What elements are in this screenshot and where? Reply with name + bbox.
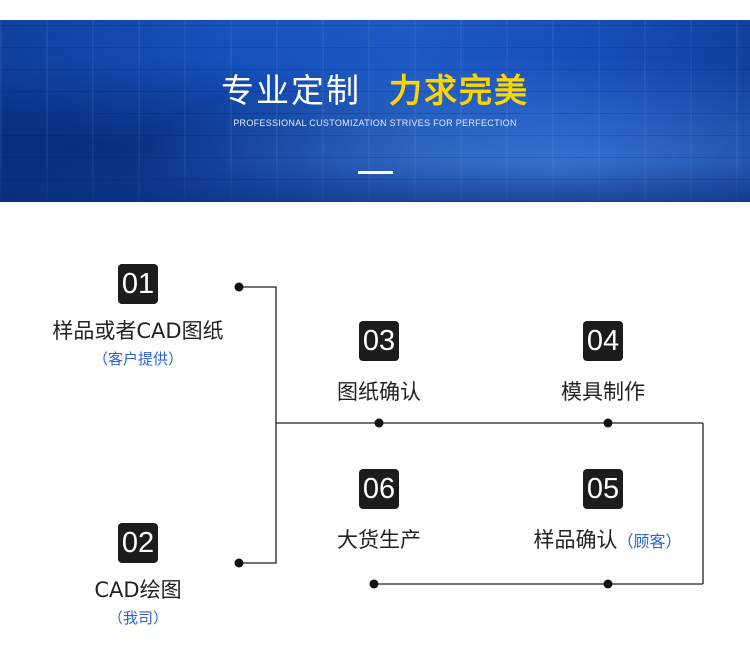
step-05-label-row: 样品确认（顾客）: [500, 524, 715, 554]
header-banner: 专业定制力求完美 PROFESSIONAL CUSTOMIZATION STRI…: [0, 20, 750, 202]
connector-dot-05: [603, 579, 613, 589]
connector-dot-03: [374, 418, 384, 428]
banner-title-highlight: 力求完美: [389, 71, 529, 110]
step-06-label: 大货生产: [337, 528, 421, 552]
step-02-note: （我司）: [107, 609, 168, 627]
connector-dot-04: [603, 418, 613, 428]
step-01-number: 01: [118, 264, 158, 304]
step-02-label: CAD绘图: [94, 578, 182, 602]
banner-subtitle: PROFESSIONAL CUSTOMIZATION STRIVES FOR P…: [233, 118, 517, 128]
step-05-number: 05: [583, 469, 623, 509]
connector-dot-06: [369, 579, 379, 589]
step-01-note: （客户提供）: [92, 350, 183, 368]
step-06-number: 06: [359, 469, 399, 509]
step-01-label: 样品或者CAD图纸: [52, 319, 224, 343]
step-05-label: 样品确认: [533, 528, 618, 552]
step-03-label: 图纸确认: [337, 380, 421, 404]
banner-underline: [358, 171, 393, 174]
step-05-note: （顾客）: [617, 532, 682, 551]
step-03-number: 03: [359, 321, 399, 361]
connector-dot-02: [234, 558, 244, 568]
banner-title: 专业定制力求完美: [0, 64, 750, 112]
step-04-number: 04: [583, 321, 623, 361]
step-04-label: 模具制作: [561, 380, 645, 404]
banner-title-main: 专业定制: [221, 71, 361, 110]
connector-01-02: [239, 286, 277, 564]
step-02-number: 02: [118, 523, 158, 563]
connector-dot-01: [234, 282, 244, 292]
